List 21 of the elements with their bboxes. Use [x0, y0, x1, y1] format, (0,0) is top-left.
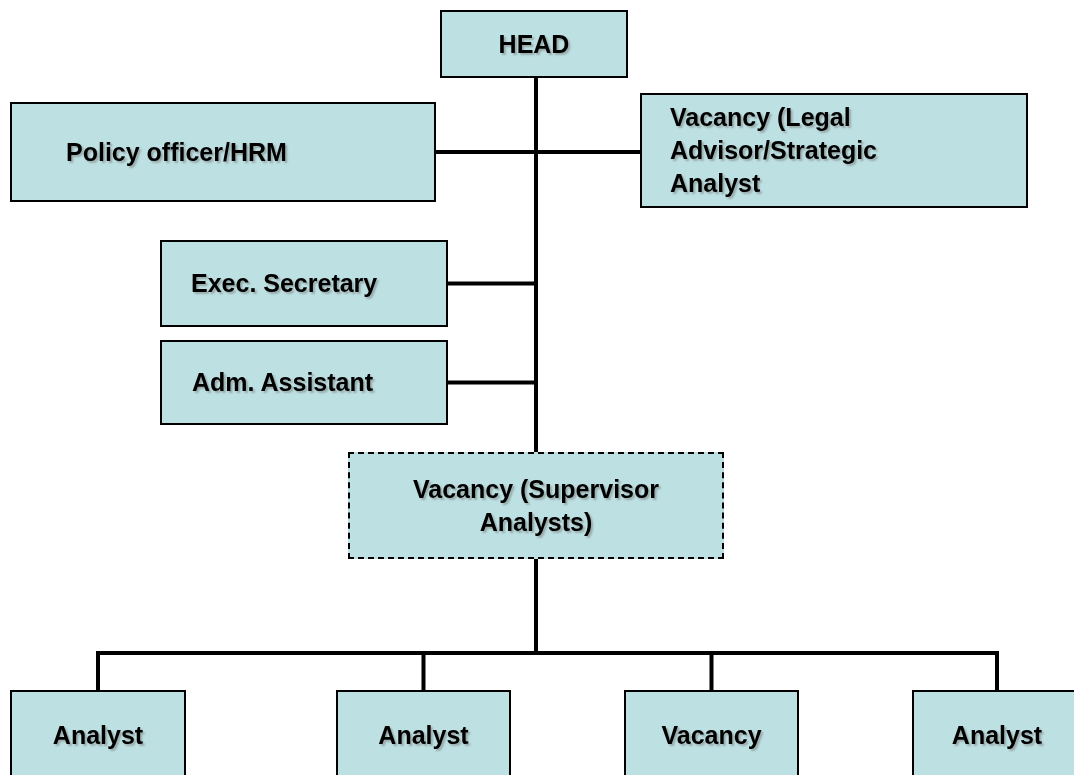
position-title: Adm. Assistant: [192, 367, 374, 398]
position-title: Vacancy (Legal Advisor/Strategic Analyst: [670, 102, 878, 199]
position-title: Analyst: [378, 719, 469, 751]
position-box: [336, 690, 511, 775]
connector-line: [534, 78, 538, 452]
position-title: Analyst: [951, 719, 1043, 751]
position-title: Vacancy (Supervisor Analysts): [412, 473, 660, 538]
position-box: [912, 690, 1074, 775]
dashed-position-box: [348, 452, 724, 559]
position-title: Exec. Secretary: [191, 268, 378, 299]
position-box: [440, 10, 628, 78]
position-box: [10, 690, 186, 775]
position-title: HEAD: [498, 28, 570, 60]
position-box: [624, 690, 799, 775]
position-box: [640, 93, 1028, 208]
position-box: [160, 240, 448, 327]
position-box: [10, 102, 436, 202]
position-title: Analyst: [52, 719, 144, 751]
position-title: Policy officer/HRM: [66, 136, 287, 168]
position-title: Vacancy: [661, 719, 762, 751]
position-box: [160, 340, 448, 425]
